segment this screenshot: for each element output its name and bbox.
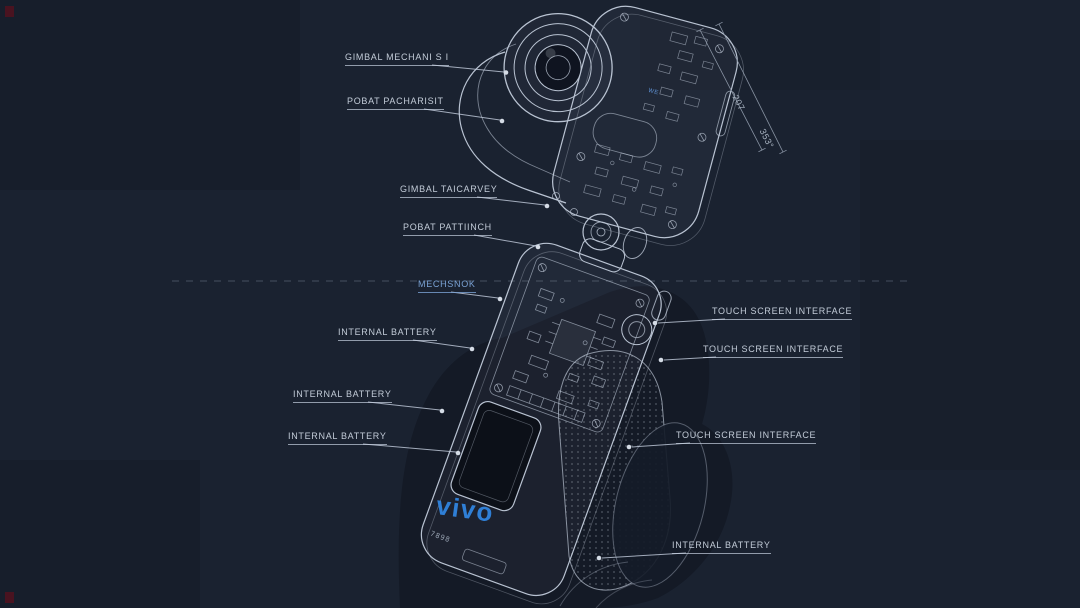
callout-internal-battery-1: INTERNAL BATTERY [338, 327, 437, 341]
main-chip [548, 318, 597, 367]
callout-internal-battery-4: INTERNAL BATTERY [672, 540, 771, 554]
callout-gimbal-mechanism: GIMBAL MECHANI S I [345, 52, 449, 66]
side-buttons [621, 290, 672, 346]
head-slot [592, 112, 658, 158]
corner-mark-bottom [5, 592, 14, 603]
lens-highlight [545, 48, 556, 59]
callout-internal-battery-3: INTERNAL BATTERY [288, 431, 387, 445]
callout-pobat-pattiinch: POBAT PATTIINCH [403, 222, 492, 236]
callout-mechsnok: MECHSNOK [418, 279, 476, 293]
callout-touch-screen-3: TOUCH SCREEN INTERFACE [676, 430, 817, 444]
camera-lens [503, 13, 613, 123]
corner-mark-top [5, 6, 14, 17]
thumb [559, 422, 708, 608]
bottom-connector [461, 548, 507, 575]
callout-gimbal-taicarvey: GIMBAL TAICARVEY [400, 184, 498, 198]
callout-touch-screen-1: TOUCH SCREEN INTERFACE [712, 306, 853, 320]
camera-head: WE [503, 5, 744, 246]
callout-pobat-pacharisit: POBAT PACHARISIT [347, 96, 444, 110]
body-neck [579, 238, 626, 273]
callout-touch-screen-2: TOUCH SCREEN INTERFACE [703, 344, 844, 358]
head-screws [576, 12, 724, 229]
display-window [450, 401, 542, 512]
callout-internal-battery-2: INTERNAL BATTERY [293, 389, 392, 403]
pcb-marking: WE [647, 88, 659, 97]
